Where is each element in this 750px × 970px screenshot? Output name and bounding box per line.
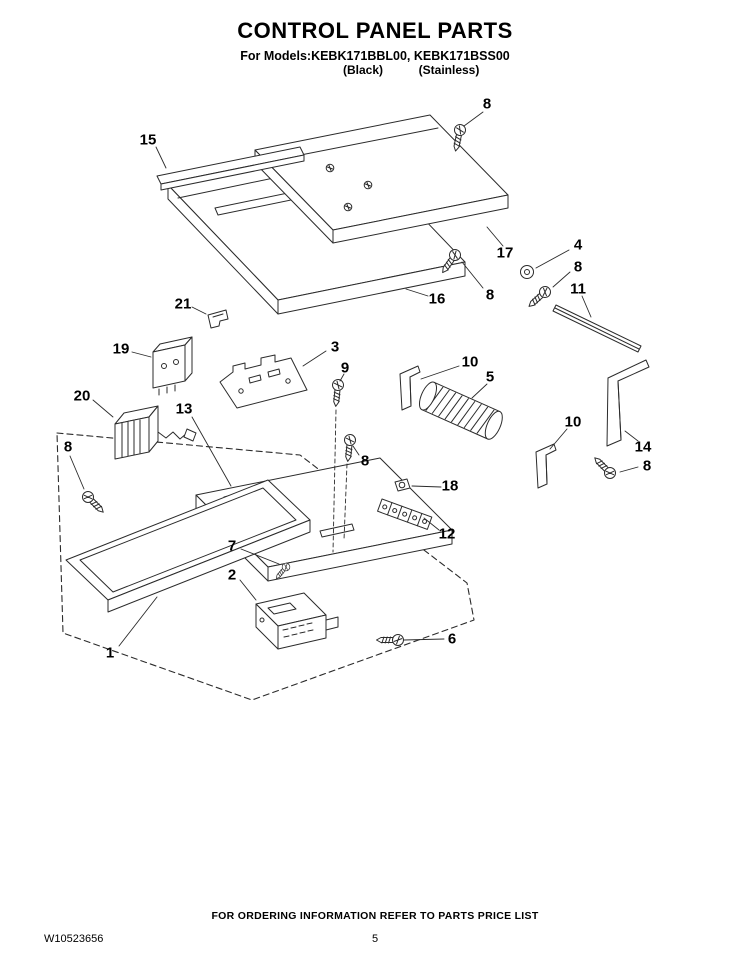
part-18-nut xyxy=(394,478,411,492)
part-1-control-panel xyxy=(65,479,311,613)
callout-13: 13 xyxy=(175,400,193,418)
callout-4: 4 xyxy=(573,236,583,254)
callout-8-left: 8 xyxy=(63,438,73,456)
callout-5: 5 xyxy=(485,368,495,386)
callout-8-top: 8 xyxy=(482,95,492,113)
part-2-keypad-module xyxy=(255,592,339,650)
assembly-dashed-outline xyxy=(56,432,475,701)
part-17-rear-panel xyxy=(254,114,509,244)
part-20-transformer xyxy=(114,405,197,460)
callout-8-panel16: 8 xyxy=(485,286,495,304)
part-19-relay xyxy=(152,336,193,396)
finish-labels: (Black) (Stainless) xyxy=(0,63,750,78)
part-10-bracket-left xyxy=(399,365,421,411)
callout-10-right: 10 xyxy=(564,413,582,431)
callout-11: 11 xyxy=(570,280,586,298)
part-12-terminal-block xyxy=(377,498,433,530)
callout-1: 1 xyxy=(105,644,115,662)
finish-black-label: (Black) xyxy=(342,63,384,77)
callout-21: 21 xyxy=(174,295,192,313)
callout-20: 20 xyxy=(73,387,91,405)
callout-8-mid: 8 xyxy=(360,452,370,470)
part-4-washer xyxy=(520,265,534,279)
callout-8-right: 8 xyxy=(573,258,583,276)
callout-10-left: 10 xyxy=(461,353,479,371)
callout-19: 19 xyxy=(112,340,130,358)
callout-16: 16 xyxy=(428,290,446,308)
part-15-trim-strip xyxy=(156,146,305,191)
callout-8-bottom-right: 8 xyxy=(642,457,652,475)
callout-18: 18 xyxy=(441,477,459,495)
ordering-note: FOR ORDERING INFORMATION REFER TO PARTS … xyxy=(211,910,539,922)
callout-17: 17 xyxy=(496,244,514,262)
page-header: CONTROL PANEL PARTS For Models:KEBK171BB… xyxy=(0,18,750,78)
callout-7: 7 xyxy=(227,537,237,555)
page-title: CONTROL PANEL PARTS xyxy=(237,18,513,43)
callout-15: 15 xyxy=(139,131,157,149)
part-14-bracket xyxy=(606,359,650,447)
part-3-control-board xyxy=(219,354,308,409)
callout-3: 3 xyxy=(330,338,340,356)
finish-stainless-label: (Stainless) xyxy=(418,63,480,77)
callout-2: 2 xyxy=(227,566,237,584)
callout-14: 14 xyxy=(634,438,652,456)
part-5-element xyxy=(418,381,503,440)
part-11-support-bar xyxy=(552,304,642,353)
construction-lines xyxy=(332,409,348,553)
document-number: W10523656 xyxy=(44,933,104,945)
leader-lines xyxy=(69,111,639,647)
callout-9: 9 xyxy=(340,359,350,377)
models-line: For Models:KEBK171BBL00, KEBK171BSS00 xyxy=(240,49,510,63)
page-number: 5 xyxy=(371,933,379,945)
part-21-clip xyxy=(207,309,229,329)
callout-6: 6 xyxy=(447,630,457,648)
callout-12: 12 xyxy=(438,525,456,543)
